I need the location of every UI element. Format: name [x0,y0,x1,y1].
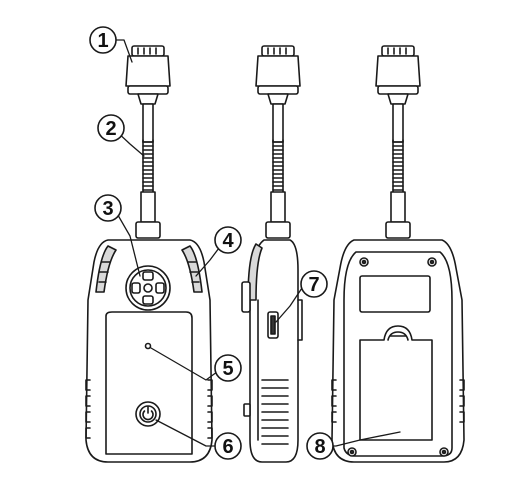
side-view [241,45,303,463]
callout-label-1: 1 [97,30,108,52]
front-view [85,45,213,463]
battery-cover[interactable] [359,325,433,441]
callout-6: 6 [214,432,242,460]
callout-label-8: 8 [314,436,325,458]
gooseneck-coil [142,139,154,193]
callout-3: 3 [94,194,122,222]
callout-label-7: 7 [308,274,319,296]
side-body [241,239,303,463]
speaker-grill [261,379,289,445]
callout-4: 4 [214,226,242,254]
sensor-head [125,45,171,105]
callout-5: 5 [214,354,242,382]
gooseneck-back [385,103,411,239]
callouts: 1 2 3 4 5 6 7 8 [89,26,334,460]
callout-label-2: 2 [105,118,116,140]
back-body [331,239,465,463]
callout-7: 7 [300,270,328,298]
callout-8: 8 [306,432,334,460]
callout-label-6: 6 [222,436,233,458]
back-view [331,45,465,463]
screws [347,257,449,457]
gooseneck-side [265,103,291,239]
callout-1: 1 [89,26,117,54]
front-body [85,239,213,463]
sensor-head-back [375,45,421,105]
sensor-head-side [255,45,301,105]
gooseneck [135,103,161,239]
direction-pad[interactable] [125,265,171,311]
callout-label-5: 5 [222,358,233,380]
usb-port [267,311,279,339]
callout-2: 2 [97,114,125,142]
callout-label-4: 4 [222,230,234,252]
power-button[interactable] [135,401,161,427]
sensor-hole [144,342,152,350]
callout-label-3: 3 [102,198,113,220]
